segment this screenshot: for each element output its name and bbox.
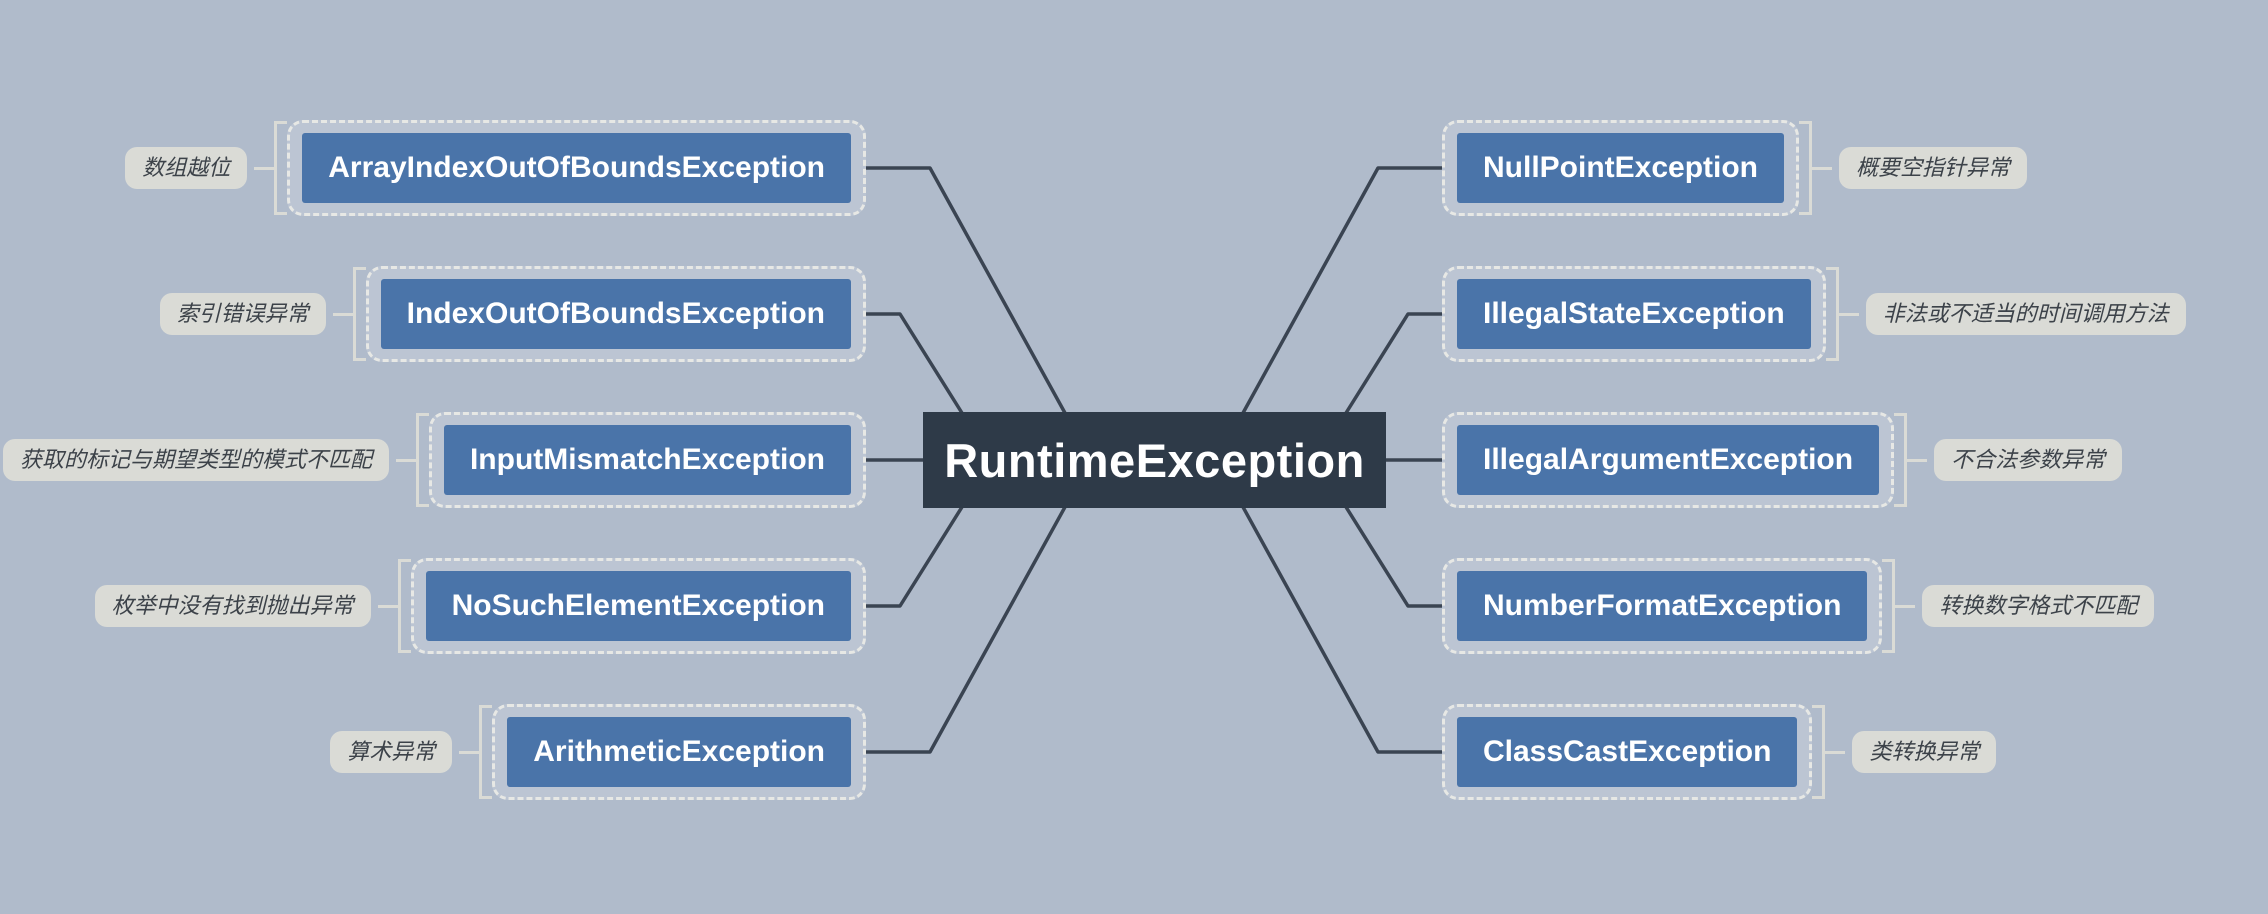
note-callout[interactable]: 数组越位: [125, 146, 248, 190]
root-node[interactable]: RuntimeException: [923, 412, 1386, 508]
branch-node[interactable]: ClassCastException: [1457, 717, 1798, 787]
topic-halo: IllegalStateException: [1442, 266, 1826, 362]
summary-bracket-icon: [274, 121, 288, 215]
callout-tick: [1838, 312, 1859, 316]
branch-node[interactable]: IllegalArgumentException: [1457, 425, 1880, 495]
topic-halo: ArrayIndexOutOfBoundsException: [287, 120, 866, 216]
summary-bracket-icon: [415, 413, 429, 507]
note-callout[interactable]: 概要空指针异常: [1839, 146, 2028, 190]
summary-bracket-icon: [352, 267, 366, 361]
branch-row: 枚举中没有找到抛出异常 NoSuchElementException: [0, 558, 866, 654]
note-callout[interactable]: 类转换异常: [1852, 730, 1997, 774]
branch-row: NullPointException 概要空指针异常: [1442, 120, 2268, 216]
branch-node[interactable]: IllegalStateException: [1457, 279, 1811, 349]
callout-tick: [395, 458, 416, 462]
branch-node[interactable]: NullPointException: [1457, 133, 1785, 203]
branch-row: NumberFormatException 转换数字格式不匹配: [1442, 558, 2268, 654]
callout-tick: [254, 166, 275, 170]
branch-row: IllegalArgumentException 不合法参数异常: [1442, 412, 2268, 508]
branch-row: 获取的标记与期望类型的模式不匹配 InputMismatchException: [0, 412, 866, 508]
topic-halo: NullPointException: [1442, 120, 1800, 216]
topic-halo: InputMismatchException: [428, 412, 866, 508]
note-callout[interactable]: 获取的标记与期望类型的模式不匹配: [2, 438, 389, 482]
branch-row: 数组越位 ArrayIndexOutOfBoundsException: [0, 120, 866, 216]
callout-tick: [459, 750, 480, 754]
note-callout[interactable]: 不合法参数异常: [1934, 438, 2123, 482]
callout-tick: [1907, 458, 1928, 462]
branch-node[interactable]: ArithmeticException: [507, 717, 851, 787]
branch-node[interactable]: IndexOutOfBoundsException: [380, 279, 851, 349]
summary-bracket-icon: [1812, 705, 1826, 799]
note-callout[interactable]: 算术异常: [330, 730, 453, 774]
note-callout[interactable]: 转换数字格式不匹配: [1922, 584, 2155, 628]
note-callout[interactable]: 索引错误异常: [159, 292, 326, 336]
callout-tick: [1895, 604, 1916, 608]
summary-bracket-icon: [397, 559, 411, 653]
topic-halo: NumberFormatException: [1442, 558, 1883, 654]
topic-halo: IndexOutOfBoundsException: [365, 266, 866, 362]
note-callout[interactable]: 非法或不适当的时间调用方法: [1865, 292, 2186, 336]
branch-row: 算术异常 ArithmeticException: [0, 704, 866, 800]
summary-bracket-icon: [1825, 267, 1839, 361]
topic-halo: ArithmeticException: [492, 704, 866, 800]
topic-halo: ClassCastException: [1442, 704, 1813, 800]
branch-node[interactable]: InputMismatchException: [443, 425, 851, 495]
callout-tick: [1825, 750, 1846, 754]
topic-halo: IllegalArgumentException: [1442, 412, 1895, 508]
summary-bracket-icon: [479, 705, 493, 799]
topic-halo: NoSuchElementException: [410, 558, 866, 654]
callout-tick: [332, 312, 353, 316]
summary-bracket-icon: [1799, 121, 1813, 215]
branch-node[interactable]: NumberFormatException: [1457, 571, 1868, 641]
branch-node[interactable]: NoSuchElementException: [425, 571, 851, 641]
note-callout[interactable]: 枚举中没有找到抛出异常: [94, 584, 371, 628]
branch-row: ClassCastException 类转换异常: [1442, 704, 2268, 800]
branch-row: IllegalStateException 非法或不适当的时间调用方法: [1442, 266, 2268, 362]
branch-row: 索引错误异常 IndexOutOfBoundsException: [0, 266, 866, 362]
branch-node[interactable]: ArrayIndexOutOfBoundsException: [302, 133, 851, 203]
callout-tick: [377, 604, 398, 608]
summary-bracket-icon: [1882, 559, 1896, 653]
summary-bracket-icon: [1894, 413, 1908, 507]
callout-tick: [1812, 166, 1833, 170]
